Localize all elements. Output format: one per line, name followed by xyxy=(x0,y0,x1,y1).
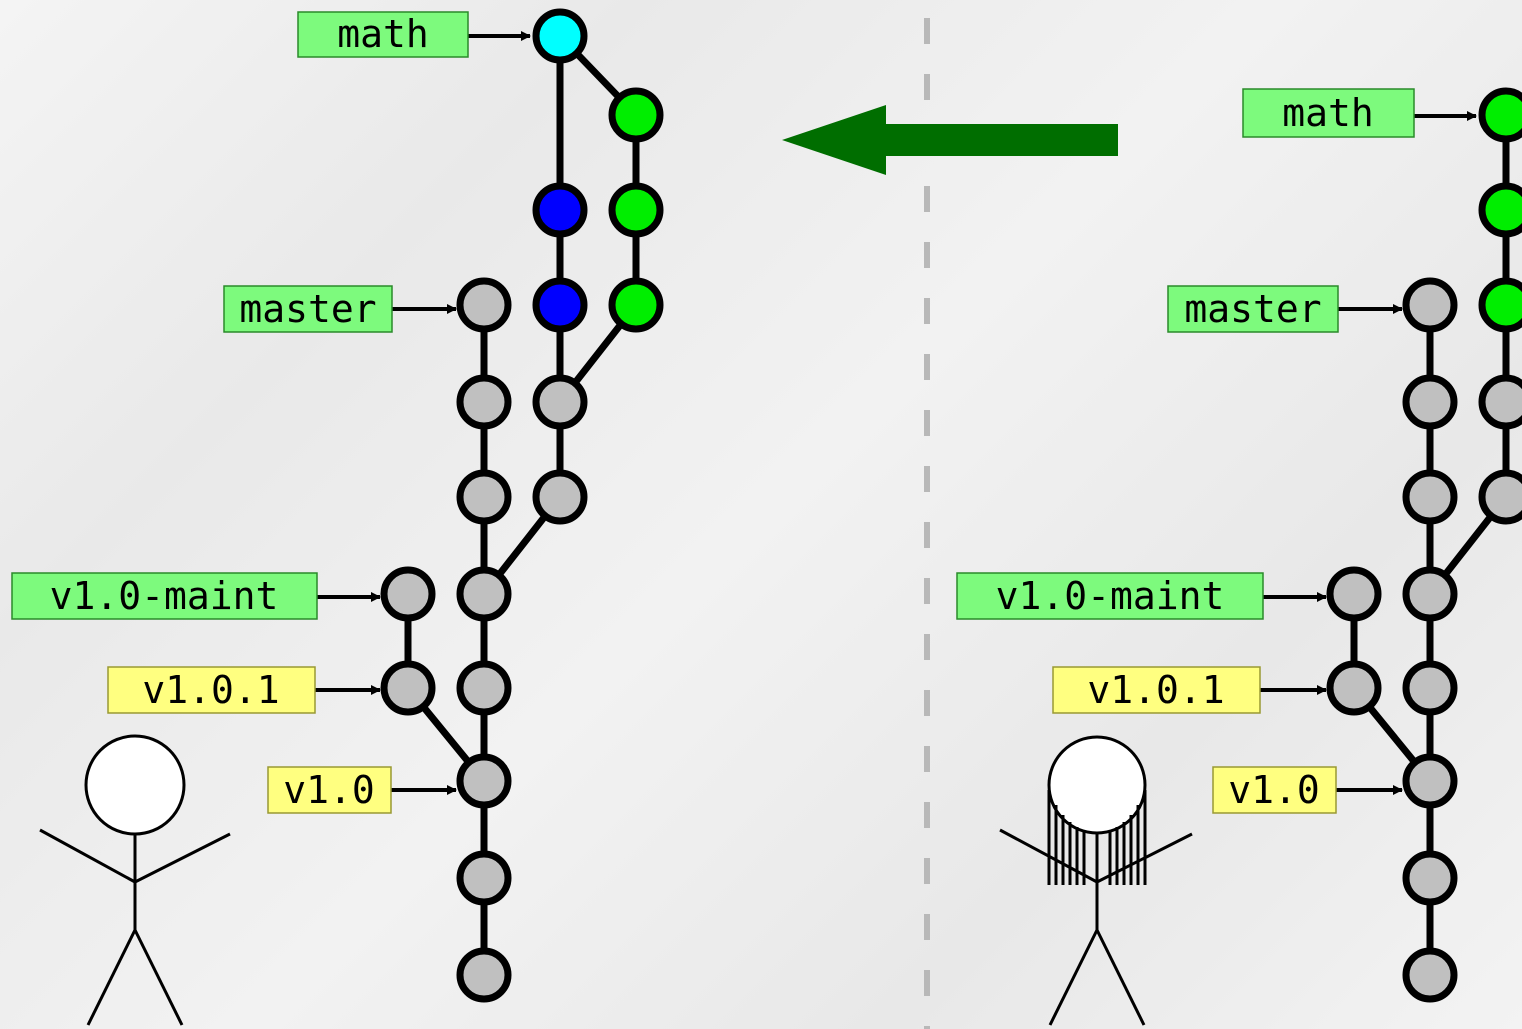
commit-node xyxy=(1402,566,1458,622)
left-history-edges xyxy=(404,32,640,979)
commit-node xyxy=(1402,850,1458,906)
branch-label: v1.0-maint xyxy=(996,574,1225,618)
commit-node xyxy=(1402,753,1458,809)
commit-node-green xyxy=(1478,277,1522,333)
commit-node xyxy=(456,566,512,622)
left-branch-master: master xyxy=(223,285,393,333)
arrow-left-icon xyxy=(782,105,1118,175)
commit-node-blue xyxy=(532,277,588,333)
tag-label: v1.0 xyxy=(1228,768,1320,812)
right-tag-v101: v1.0.1 xyxy=(1052,666,1261,714)
right-branch-master: master xyxy=(1167,285,1339,333)
left-commits xyxy=(380,8,664,1003)
left-tag-v101: v1.0.1 xyxy=(107,666,316,714)
commit-node xyxy=(1402,374,1458,430)
stick-figure-icon xyxy=(39,734,231,1026)
branch-label: math xyxy=(337,12,429,56)
branch-label: master xyxy=(1184,287,1321,331)
left-branch-maint: v1.0-maint xyxy=(11,572,318,620)
left-repo: math master v1.0-maint v1.0.1 v1.0 xyxy=(11,8,664,1026)
commit-node xyxy=(456,374,512,430)
commit-node-blue xyxy=(532,182,588,238)
right-tag-v10: v1.0 xyxy=(1212,766,1337,814)
commit-node xyxy=(456,469,512,525)
commit-node-merge xyxy=(532,8,588,64)
hair-strands xyxy=(1047,790,1147,885)
left-tag-v10: v1.0 xyxy=(267,766,392,814)
commit-node-green xyxy=(608,87,664,143)
commit-node-green xyxy=(608,277,664,333)
tag-label: v1.0 xyxy=(283,768,375,812)
commit-node xyxy=(456,753,512,809)
tag-label: v1.0.1 xyxy=(1087,668,1224,712)
right-history-edges xyxy=(1350,111,1510,979)
commit-node xyxy=(532,374,588,430)
branch-label: math xyxy=(1282,91,1374,135)
branch-label: v1.0-maint xyxy=(50,574,279,618)
commit-node-green xyxy=(608,182,664,238)
commit-node xyxy=(1402,469,1458,525)
commit-node xyxy=(380,566,436,622)
commit-node xyxy=(380,660,436,716)
tag-label: v1.0.1 xyxy=(142,668,279,712)
commit-node xyxy=(456,660,512,716)
left-branch-math: math xyxy=(297,11,469,58)
commit-node xyxy=(1402,277,1458,333)
right-branch-maint: v1.0-maint xyxy=(956,572,1264,620)
commit-node xyxy=(1478,374,1522,430)
stick-figure-long-hair-icon xyxy=(999,735,1193,1026)
commit-node xyxy=(1402,660,1458,716)
commit-node xyxy=(1478,469,1522,525)
left-ref-arrows xyxy=(315,31,531,795)
commit-node xyxy=(1402,947,1458,1003)
commit-node xyxy=(1326,660,1382,716)
right-repo: math master v1.0-maint v1.0.1 v1.0 xyxy=(956,87,1522,1026)
commit-node xyxy=(532,469,588,525)
right-commits xyxy=(1326,87,1522,1003)
right-branch-math: math xyxy=(1242,88,1415,138)
right-ref-arrows xyxy=(1260,111,1477,795)
commit-node xyxy=(456,850,512,906)
commit-node-green xyxy=(1478,182,1522,238)
commit-node xyxy=(1326,566,1382,622)
commit-node xyxy=(456,277,512,333)
commit-node xyxy=(456,947,512,1003)
commit-node-green xyxy=(1478,87,1522,143)
branch-label: master xyxy=(239,287,376,331)
